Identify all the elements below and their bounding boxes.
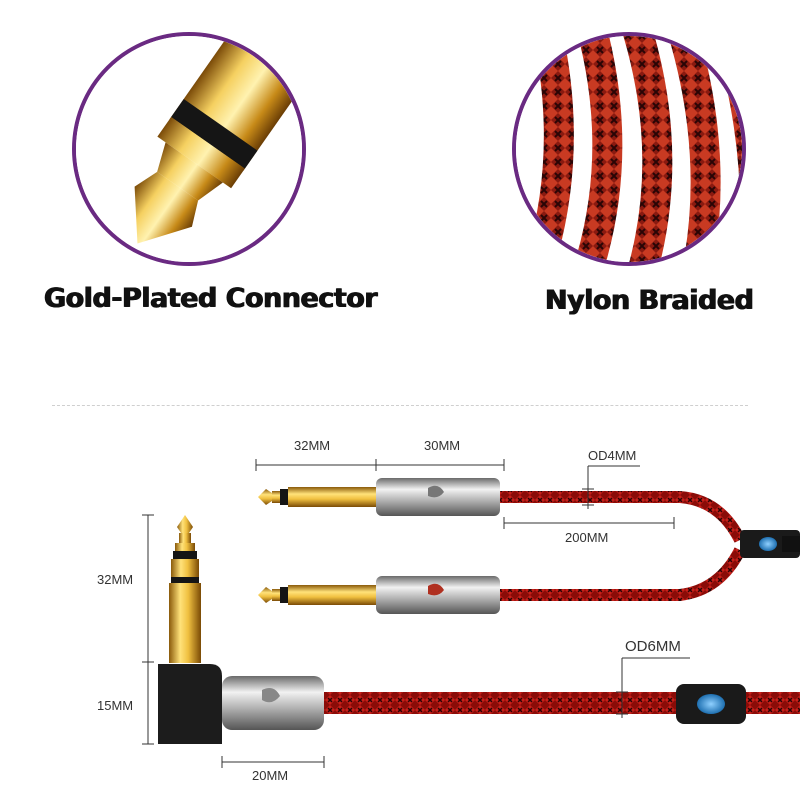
cable-diagram bbox=[142, 459, 800, 768]
split-length-label: 200MM bbox=[565, 530, 609, 545]
brand-logo-icon bbox=[428, 485, 444, 498]
plug-body-length-label: 30MM bbox=[424, 438, 461, 453]
right-angle-tip-height-label: 32MM bbox=[97, 572, 134, 587]
brand-logo-icon bbox=[262, 688, 280, 703]
nylon-braided-caption: Nylon Braided bbox=[545, 285, 754, 316]
gold-plug-tip-icon bbox=[76, 36, 302, 262]
section-divider bbox=[52, 405, 748, 406]
main-cable-od-label: OD6MM bbox=[625, 638, 681, 655]
split-cables bbox=[500, 491, 800, 601]
nylon-braid-closeup bbox=[512, 32, 746, 266]
right-angle-body-height-label: 15MM bbox=[97, 698, 134, 713]
right-angle-plug bbox=[158, 515, 324, 744]
nylon-braid-icon bbox=[516, 36, 742, 262]
brand-logo-icon bbox=[428, 583, 444, 596]
gold-connector-closeup bbox=[72, 32, 306, 266]
ferrule-logo-icon bbox=[697, 694, 725, 714]
main-cable bbox=[320, 684, 800, 724]
upper-straight-plug bbox=[258, 478, 500, 516]
dimension-lines bbox=[142, 459, 690, 768]
plug-tip-length-label: 32MM bbox=[294, 438, 331, 453]
lower-straight-plug bbox=[258, 576, 500, 614]
split-cable-od-label: OD4MM bbox=[588, 448, 637, 463]
barrel-length-label: 20MM bbox=[252, 768, 289, 783]
gold-connector-caption: Gold-Plated Connector bbox=[44, 283, 378, 314]
splitter-logo-icon bbox=[759, 537, 777, 551]
